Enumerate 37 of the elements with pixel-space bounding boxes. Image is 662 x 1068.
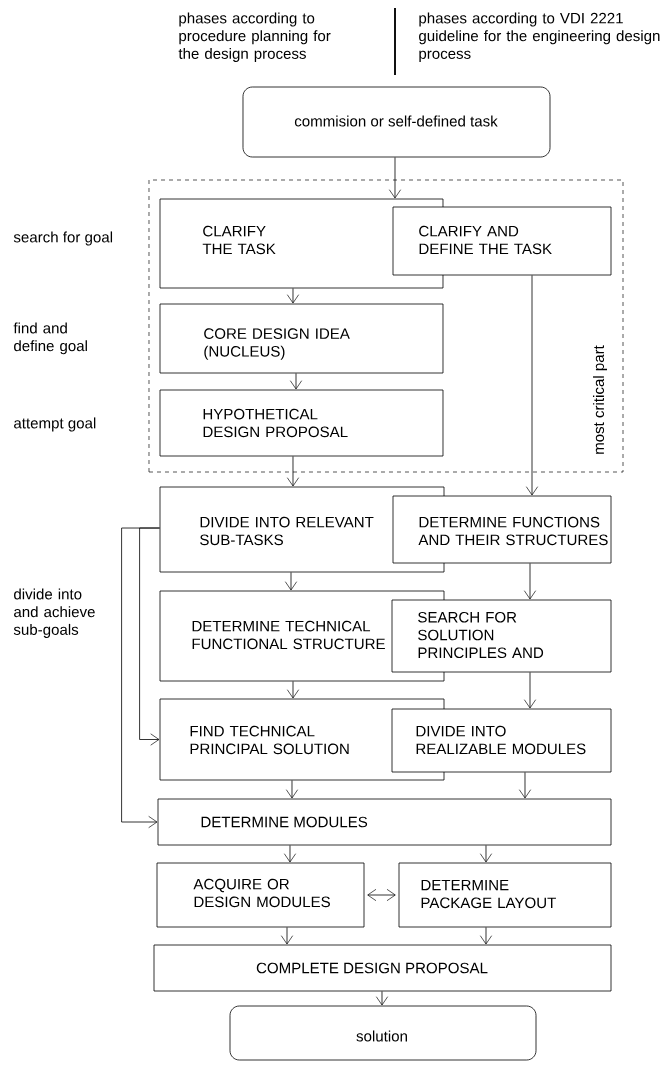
process-box: SEARCH FOR SOLUTION PRINCIPLES AND — [391, 599, 612, 673]
terminal-box: solution — [229, 1005, 537, 1061]
phase-label: phases according to procedure planning for the design process — [178, 12, 331, 62]
arrow — [479, 845, 493, 863]
process-box: DETERMINE MODULES — [157, 798, 612, 846]
arrow — [367, 889, 396, 902]
arrow — [286, 681, 300, 699]
arrow — [290, 373, 303, 390]
arrow — [519, 772, 532, 799]
arrow — [286, 456, 300, 487]
arrow — [121, 527, 160, 829]
arrow — [281, 927, 294, 945]
arrow — [286, 288, 300, 304]
process-box: HYPOTHETICAL DESIGN PROPOSAL — [159, 389, 444, 457]
arrow — [284, 572, 298, 591]
arrow — [479, 927, 493, 945]
process-box: DETERMINE PACKAGE LAYOUT — [398, 862, 612, 928]
process-box: CLARIFY AND DEFINE THE TASK — [392, 206, 612, 276]
phase-label: search for goal — [13, 231, 113, 246]
process-box: ACQUIRE OR DESIGN MODULES — [156, 862, 365, 928]
arrow — [524, 672, 537, 709]
arrow — [388, 157, 402, 199]
phase-label: divide into and achieve sub-goals — [13, 588, 95, 638]
process-box: DETERMINE FUNCTIONS AND THEIR STRUCTURES — [392, 495, 612, 564]
arrow — [525, 275, 539, 496]
phase-label: attempt goal — [14, 417, 96, 432]
arrow — [283, 845, 297, 863]
phase-label: find and define goal — [13, 322, 87, 355]
arrow — [375, 991, 389, 1006]
phase-label: phases according to VDI 2221 guideline for the engineering design process — [419, 12, 660, 62]
arrow — [524, 563, 537, 600]
terminal-box: commision or self-defined task — [242, 86, 551, 158]
process-box: COMPLETE DESIGN PROPOSAL — [153, 944, 612, 992]
arrow — [139, 527, 160, 746]
arrow — [285, 780, 299, 799]
process-box: CORE DESIGN IDEA (NUCLEUS) — [159, 303, 444, 374]
process-box: DIVIDE INTO REALIZABLE MODULES — [391, 708, 612, 773]
